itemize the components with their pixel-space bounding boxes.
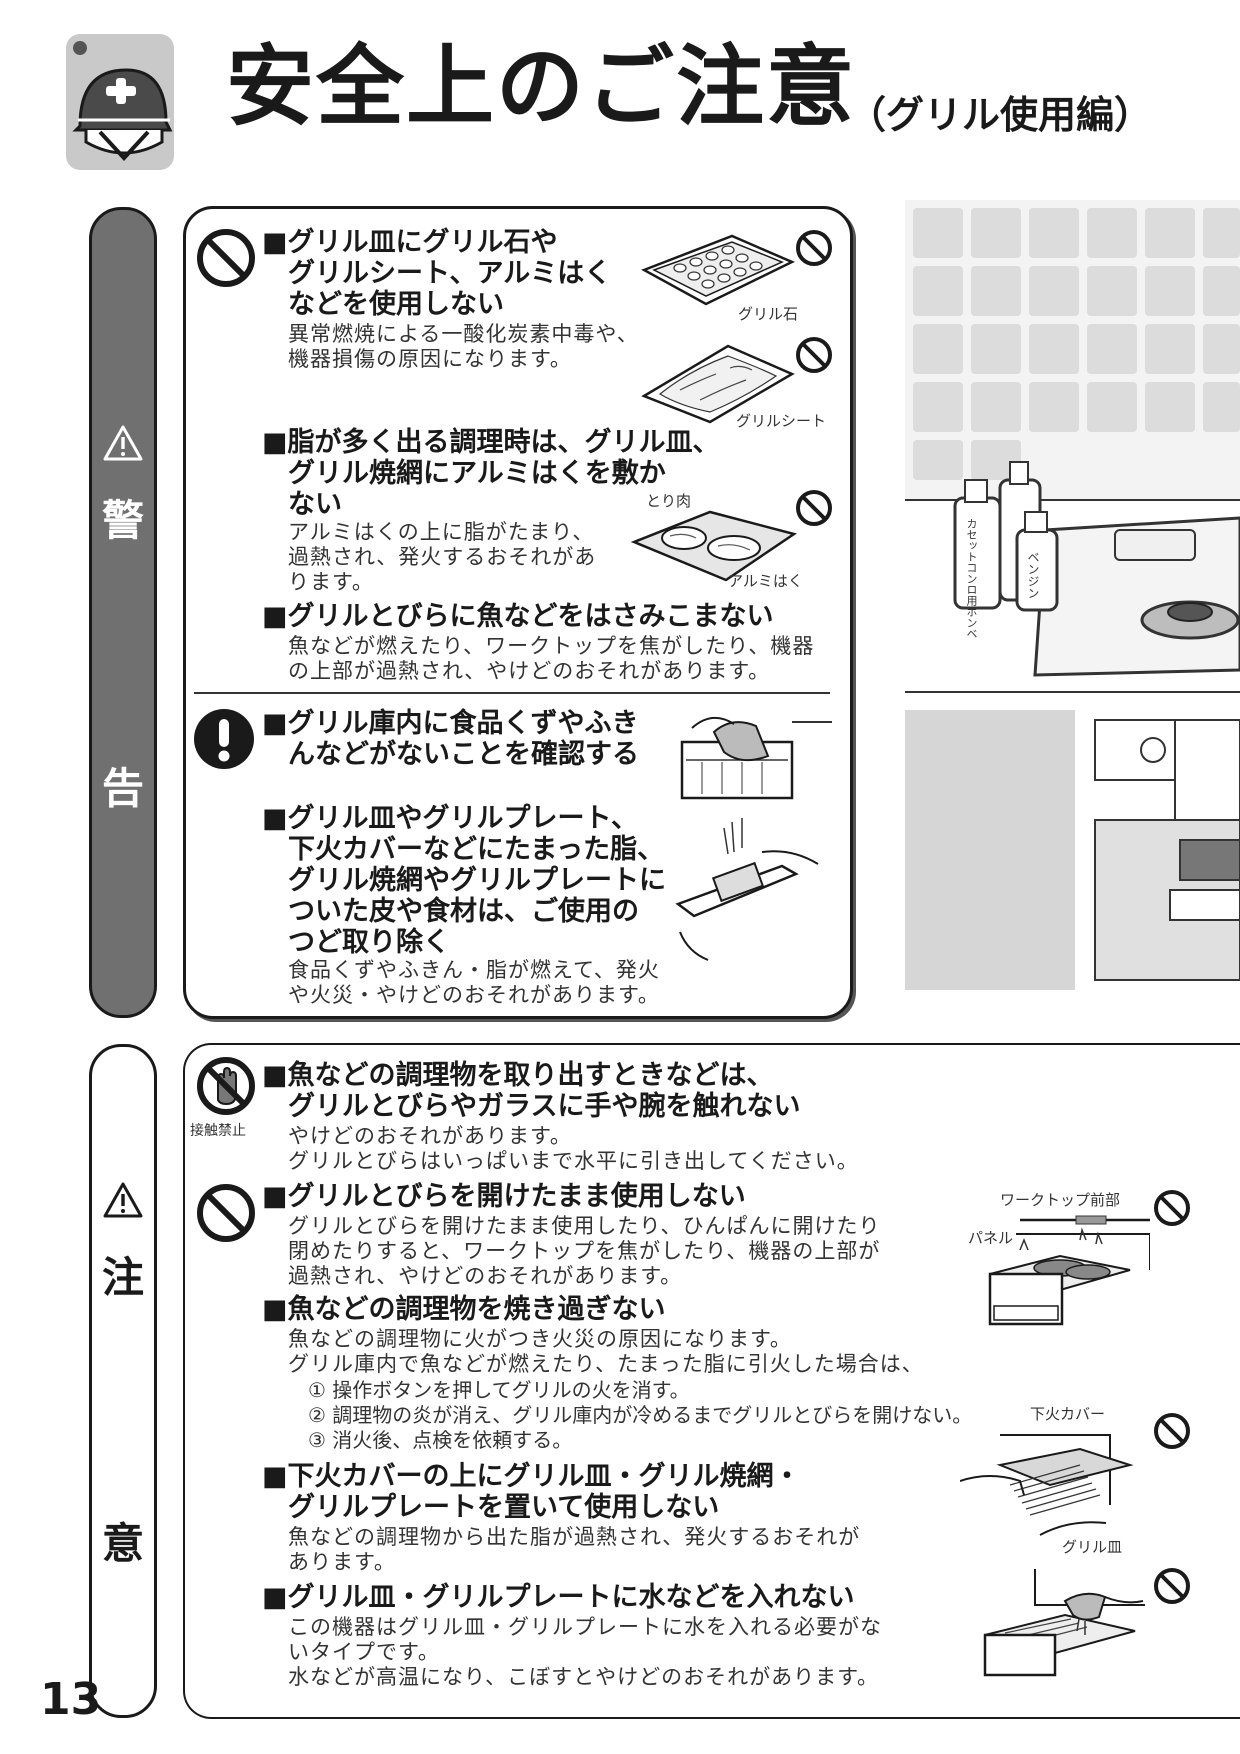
caution-5-body-line-2: いタイプです。 — [288, 1640, 440, 1664]
caution-2-body-line-2: 閉めたりすると、ワークトップを焦がしたり、機器の上部が — [288, 1239, 881, 1263]
warning-2-heading-line-3: ない — [288, 489, 342, 520]
tab-char-chu: 注 — [101, 1253, 144, 1302]
label-lower-cover: 下火カバー — [1030, 1405, 1106, 1423]
caution-3-body-line-2: グリル庫内で魚などが燃えたり、たまった脂に引火した場合は、 — [288, 1352, 924, 1376]
tab-char-koku: 告 — [101, 764, 144, 813]
caution-3-step-2: ② 調理物の炎が消え、グリル庫内が冷めるまでグリルとびらを開けない。 — [308, 1403, 973, 1427]
warning-3-body-line-2: の上部が過熱され、やけどのおそれがあります。 — [288, 659, 771, 683]
grill-sheet-illustration — [641, 344, 795, 424]
warning-5-heading-line-4: ついた皮や食材は、ご使用の — [288, 896, 639, 927]
tab-char-kei: 警 — [101, 496, 144, 545]
caution-1-body-line-2: グリルとびらはいっぱいまで水平に引き出してください。 — [288, 1149, 859, 1173]
page-number: 13 — [40, 1674, 102, 1725]
prohibit-icon — [197, 1184, 255, 1242]
tab-char-i: 意 — [101, 1519, 144, 1568]
caution-4-body-line-1: 魚などの調理物から出た脂が過熱され、発火するおそれが — [288, 1525, 861, 1549]
prohibit-icon — [1154, 1413, 1190, 1449]
foil-chicken-illustration — [630, 510, 797, 582]
kitchen-scene-illustration — [905, 200, 1240, 990]
warning-1-heading-line-2: グリルシート、アルミはく — [288, 258, 612, 289]
warning-4-heading-line-1: ■グリル庫内に食品くずやふき — [262, 708, 639, 739]
page-title: 安全上のご注意 — [226, 34, 857, 138]
warning-4-heading-line-2: んなどがないことを確認する — [288, 739, 639, 770]
prohibit-icon — [1154, 1568, 1190, 1604]
caution-section — [183, 1043, 1240, 1719]
caution-1-body-line-1: やけどのおそれがあります。 — [288, 1124, 572, 1148]
mandatory-icon — [194, 709, 254, 769]
caution-3-heading: ■魚などの調理物を焼き過ぎない — [262, 1294, 666, 1325]
caution-4-body-line-2: あります。 — [288, 1550, 396, 1574]
warning-5-body-line-1: 食品くずやふきん・脂が燃えて、発火 — [288, 958, 660, 982]
warning-5-body-line-2: や火災・やけどのおそれがあります。 — [288, 983, 660, 1007]
water-grill-illustration — [983, 1569, 1145, 1677]
lower-cover-illustration — [960, 1434, 1134, 1536]
caution-3-body-line-1: 魚などの調理物に火がつき火災の原因になります。 — [288, 1327, 792, 1351]
caution-3-step-3: ③ 消火後、点検を依頼する。 — [308, 1428, 573, 1452]
label-grill-sheet: グリルシート — [736, 412, 827, 430]
warning-tab: 警 告 — [89, 207, 157, 1018]
caution-tab: 注 意 — [89, 1044, 157, 1718]
caution-3-step-1: ① 操作ボタンを押してグリルの火を消す。 — [308, 1378, 690, 1402]
grill-wipe-illustration — [680, 717, 832, 800]
caution-1-heading-line-1: ■魚などの調理物を取り出すときなどは、 — [262, 1060, 774, 1091]
warning-1-body-line-2: 機器損傷の原因になります。 — [288, 347, 572, 371]
grill-clean-illustration — [675, 818, 819, 961]
helmet-icon — [66, 34, 174, 170]
warning-5-heading-line-2: 下火カバーなどにたまった脂、 — [288, 834, 665, 865]
caution-2-heading: ■グリルとびらを開けたまま使用しない — [262, 1181, 746, 1212]
label-cassette: カセットコンロ用ボンベ — [965, 518, 978, 639]
label-panel: パネル — [968, 1229, 1014, 1247]
open-door-illustration — [988, 1215, 1150, 1326]
label-benzine: ベンジン — [1026, 551, 1040, 599]
caution-1-heading-line-2: グリルとびらやガラスに手や腕を触れない — [288, 1091, 801, 1122]
label-worktop-front: ワークトップ前部 — [1000, 1191, 1121, 1209]
label-grill-pan: グリル皿 — [1062, 1538, 1123, 1556]
label-foil: アルミはく — [728, 572, 803, 590]
warning-1-heading-line-1: ■グリル皿にグリル石や — [262, 227, 558, 258]
prohibit-icon — [1154, 1190, 1190, 1226]
prohibit-icon — [796, 490, 832, 526]
prohibit-icon — [796, 230, 832, 266]
page-subtitle: （グリル使用編） — [848, 92, 1153, 137]
caution-2-body-line-1: グリルとびらを開けたまま使用したり、ひんぱんに開けたり — [288, 1214, 881, 1238]
warning-2-heading-line-1: ■脂が多く出る調理時は、グリル皿、 — [262, 427, 720, 458]
no-touch-icon — [197, 1057, 255, 1115]
label-chicken: とり肉 — [646, 492, 692, 510]
warning-triangle-icon — [103, 1182, 143, 1218]
caution-5-body-line-1: この機器はグリル皿・グリルプレートに水を入れる必要がな — [288, 1615, 882, 1639]
warning-2-body-line-2: 過熱され、発火するおそれがあ — [288, 545, 597, 569]
caution-5-heading: ■グリル皿・グリルプレートに水などを入れない — [262, 1582, 855, 1613]
caution-4-heading-line-2: グリルプレートを置いて使用しない — [288, 1492, 720, 1523]
warning-2-body-line-1: アルミはくの上に脂がたまり、 — [288, 520, 595, 544]
prohibit-icon — [796, 337, 832, 373]
label-grill-stone: グリル石 — [738, 305, 799, 323]
grill-stone-illustration — [641, 234, 795, 306]
warning-3-heading: ■グリルとびらに魚などをはさみこまない — [262, 601, 774, 632]
caution-4-heading-line-1: ■下火カバーの上にグリル皿・グリル焼網・ — [262, 1461, 801, 1492]
warning-triangle-icon — [103, 425, 143, 461]
warning-2-heading-line-2: グリル焼網にアルミはくを敷か — [288, 458, 666, 489]
warning-1-body-line-1: 異常燃焼による一酸化炭素中毒や、 — [288, 322, 639, 346]
warning-2-body-line-3: ります。 — [288, 570, 374, 594]
warning-1-heading-line-3: などを使用しない — [288, 289, 504, 320]
warning-5-heading-line-1: ■グリル皿やグリルプレート、 — [262, 803, 638, 834]
warning-5-heading-line-3: グリル焼網やグリルプレートに — [288, 865, 666, 896]
warning-5-heading-line-5: つど取り除く — [288, 927, 450, 958]
prohibit-icon — [197, 229, 255, 287]
caution-5-body-line-3: 水などが高温になり、こぼすとやけどのおそれがあります。 — [288, 1665, 880, 1689]
caution-2-body-line-3: 過熱され、やけどのおそれがあります。 — [288, 1264, 683, 1288]
warning-divider — [194, 692, 830, 694]
no-contact-label: 接触禁止 — [190, 1123, 246, 1139]
warning-3-body-line-1: 魚などが燃えたり、ワークトップを焦がしたり、機器 — [288, 634, 815, 658]
